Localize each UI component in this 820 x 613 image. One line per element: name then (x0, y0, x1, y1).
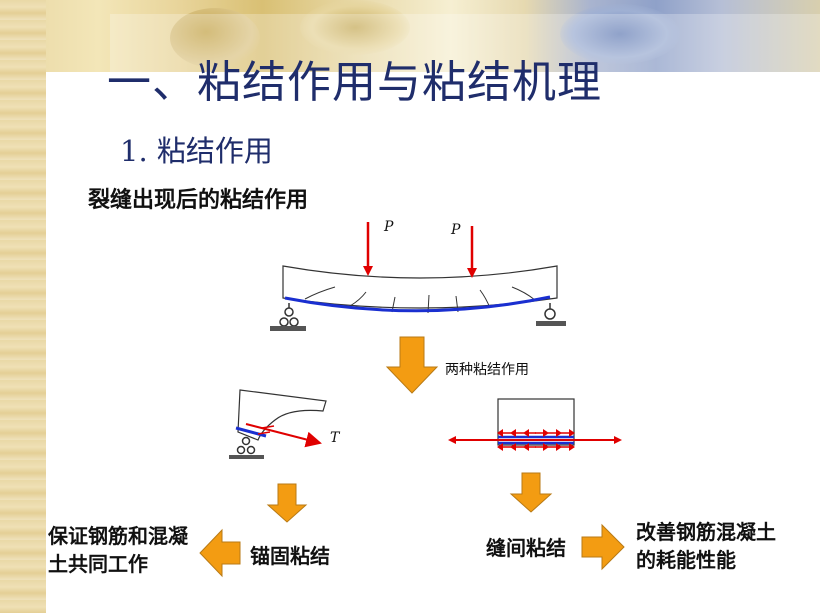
beam (282, 265, 558, 314)
anchorage-sketch (229, 389, 327, 459)
down-arrow-main (385, 336, 439, 394)
anchorage-bond-label: 锚固粘结 (250, 544, 330, 568)
down-arrow-crack-bond (509, 472, 553, 513)
crack-bond-sketch (448, 398, 622, 451)
leaf-decoration (300, 0, 410, 55)
two-types-label: 两种粘结作用 (445, 362, 529, 378)
down-arrow-anchorage (266, 483, 308, 523)
tension-label: T (330, 430, 340, 446)
roller-support (536, 303, 566, 326)
left-arrow (199, 528, 241, 578)
leaf-decoration (170, 8, 260, 68)
right-arrow (581, 523, 625, 571)
load-label-left: P (384, 219, 394, 235)
rebar-line (284, 295, 551, 313)
pin-support (270, 303, 306, 331)
section-heading: 1. 粘结作用 (120, 134, 273, 168)
decorative-banner (0, 0, 820, 72)
load-arrow-left (363, 222, 373, 276)
anchorage-effect-text: 保证钢筋和混凝土共同工作 (48, 524, 188, 576)
diagram-caption: 裂缝出现后的粘结作用 (88, 188, 309, 213)
load-label-right: P (451, 222, 461, 238)
crack-bond-effect-text: 改善钢筋混凝土的耗能性能 (636, 520, 776, 572)
flower-decoration (560, 4, 680, 64)
load-arrow-right (467, 226, 477, 278)
crack-bond-label: 缝间粘结 (486, 536, 566, 560)
slide-title: 一、粘结作用与粘结机理 (107, 57, 602, 108)
decorative-left-strip (0, 0, 46, 613)
banner-overlay (110, 14, 820, 72)
